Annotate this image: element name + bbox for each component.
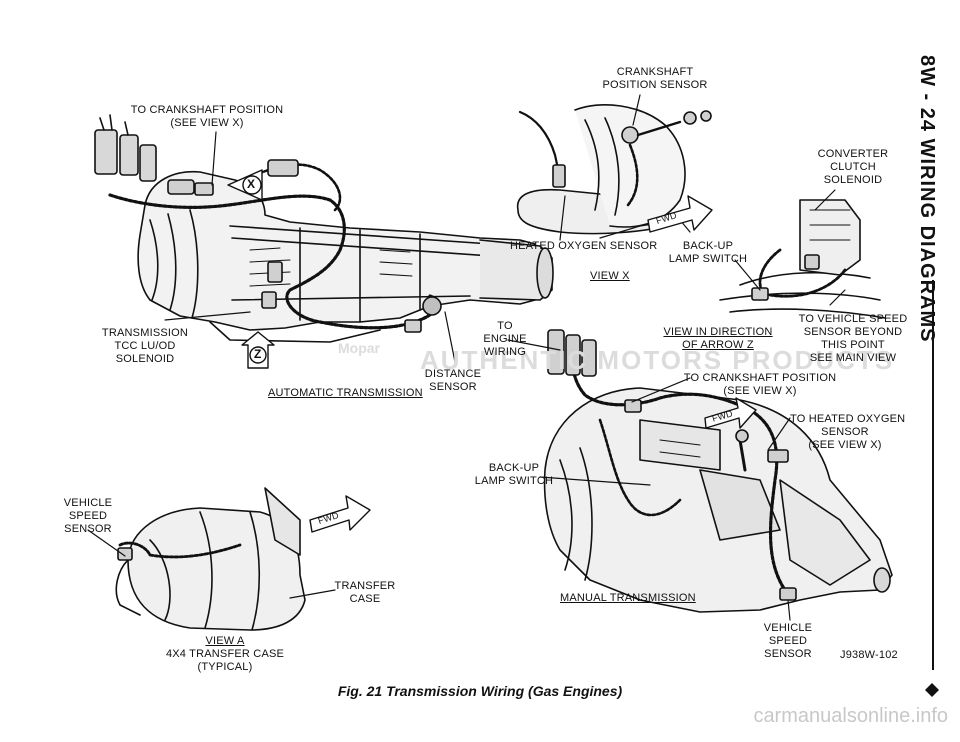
label-backup-lamp-switch-bottom: BACK-UP LAMP SWITCH [474,462,554,487]
watermark-words: AUTHENTIC MOTORS PRODUCTS [420,345,895,375]
header-rule [932,280,934,670]
header-title: 8W - 24 WIRING DIAGRAMS [916,55,938,343]
label-to-heated-oxygen-sensor: TO HEATED OXYGEN SENSOR (SEE VIEW X) [790,413,906,451]
label-figure-code: J938W-102 [840,649,898,661]
label-distance-sensor: DISTANCE SENSOR [424,368,482,393]
label-view-in-direction: VIEW IN DIRECTION OF ARROW Z [663,326,773,351]
view-z-drawing [719,189,886,319]
manual-transmission-drawing [507,329,893,621]
fwd-arrows [309,195,757,533]
label-heated-oxygen-sensor: HEATED OXYGEN SENSOR [510,240,658,252]
label-crankshaft-position-view-x: TO CRANKSHAFT POSITION (SEE VIEW X) [130,104,284,129]
label-to-crankshaft-position-2: TO CRANKSHAFT POSITION (SEE VIEW X) [683,372,837,397]
badge-x: X [247,177,256,191]
end-diamond-icon [925,683,939,697]
automatic-transmission-drawing [94,114,554,363]
label-transfer-case: TRANSFER CASE [334,580,396,605]
label-backup-lamp-switch-top: BACK-UP LAMP SWITCH [668,240,748,265]
site-footer: carmanualsonline.info [753,705,948,727]
page-header: 8W - 24 WIRING DIAGRAMS [908,55,948,342]
watermark-brand: Mopar [338,340,380,356]
label-to-engine-wiring: TO ENGINE WIRING [483,320,527,358]
label-to-vehicle-speed: TO VEHICLE SPEED SENSOR BEYOND THIS POIN… [798,313,908,364]
label-converter-clutch-solenoid: CONVERTER CLUTCH SOLENOID [817,148,889,186]
label-view-x: VIEW X [590,270,630,282]
label-crankshaft-position-sensor: CRANKSHAFT POSITION SENSOR [602,66,708,91]
transfer-case-drawing [87,487,336,631]
label-transmission-tcc-solenoid: TRANSMISSION TCC LU/OD SOLENOID [101,327,189,365]
label-view-a: VIEW A 4X4 TRANSFER CASE (TYPICAL) [165,635,285,673]
badge-z: Z [254,347,262,361]
figure-caption: Fig. 21 Transmission Wiring (Gas Engines… [337,683,623,699]
watermark: Mopar [338,340,380,356]
label-vehicle-speed-sensor-bottom: VEHICLE SPEED SENSOR [763,622,813,660]
label-automatic-transmission: AUTOMATIC TRANSMISSION [268,387,423,399]
view-x-drawing [516,94,712,241]
label-manual-transmission: MANUAL TRANSMISSION [560,592,696,604]
view-badges [227,169,275,369]
label-vehicle-speed-sensor-left: VEHICLE SPEED SENSOR [63,497,113,535]
watermark-text: AUTHENTIC MOTORS PRODUCTS [420,345,894,376]
